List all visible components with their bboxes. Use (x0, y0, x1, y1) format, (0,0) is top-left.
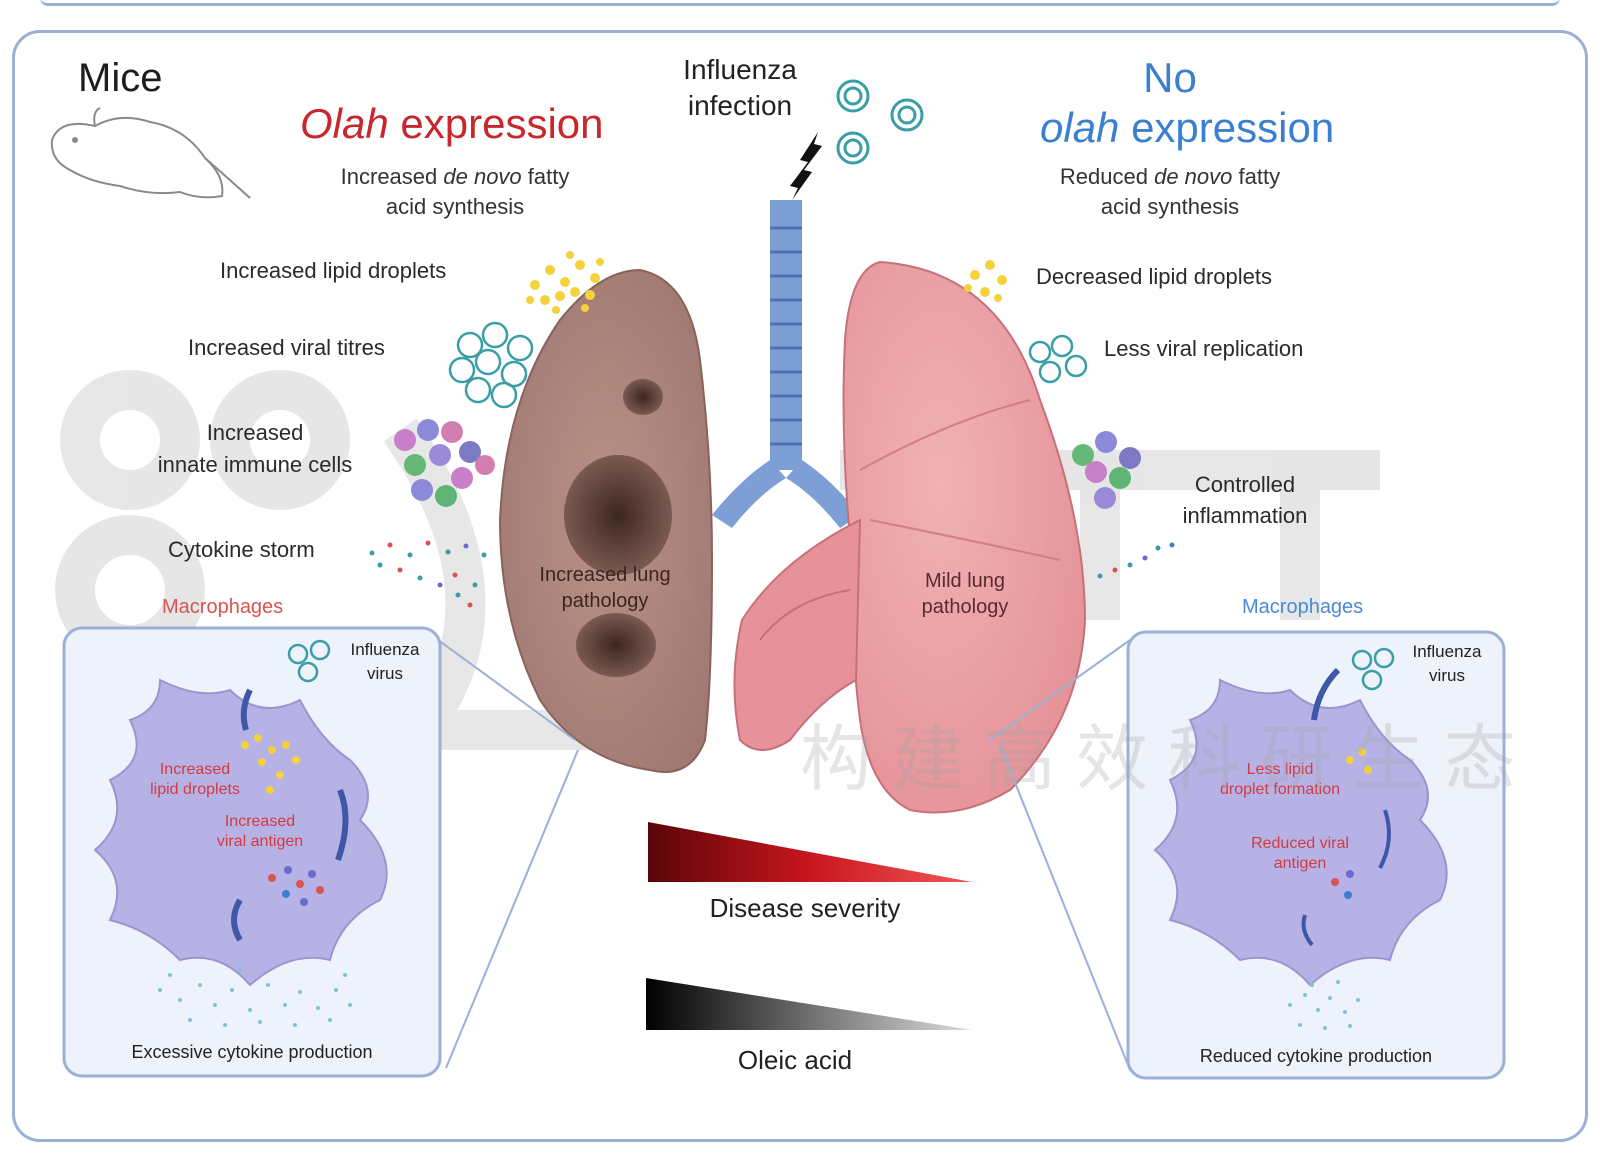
left-macrophages-label: Macrophages (162, 596, 284, 618)
right-lung-line1: Mild lung (924, 570, 1006, 592)
less-viral-replication-label: Less viral replication (1104, 336, 1304, 361)
right-inset-antigen-line1: Reduced viral (1251, 835, 1349, 852)
viral-titres-icon (448, 321, 534, 409)
left-synth-pre: Increased (340, 164, 444, 189)
lung-left-diseased (498, 268, 714, 773)
influenza-infection-label: Influenza infection (660, 52, 820, 124)
left-inset-antigen-line2: viral antigen (216, 833, 304, 850)
reduced-cytokine-icon (1097, 542, 1175, 579)
left-synthesis-text: Increased de novo fatty acid synthesis (300, 162, 610, 222)
right-synth-post: fatty (1232, 164, 1281, 189)
right-inset-antigen-label: Reduced viral antigen (1235, 834, 1365, 874)
increased-viral-titres-label: Increased viral titres (188, 335, 385, 360)
left-inset-lipid-label: Increased lipid droplets (140, 760, 250, 800)
infection-line1: Influenza (683, 54, 797, 85)
left-inset-lipid-line1: Increased (159, 761, 231, 778)
left-synth-line2: acid synthesis (385, 194, 525, 219)
controlled-immune-cells-icon (1072, 431, 1141, 509)
oleic-acid-label: Oleic acid (737, 1045, 853, 1075)
olah-title-rest: expression (388, 100, 604, 147)
right-synthesis-text: Reduced de novo fatty acid synthesis (1020, 162, 1320, 222)
left-lung-line2: pathology (561, 590, 649, 612)
left-inset-caption: Excessive cytokine production (131, 1042, 373, 1062)
left-virus-line1: Influenza (350, 640, 420, 659)
left-inset-virus-label: Influenza virus (330, 638, 440, 686)
right-synth-italic: de novo (1154, 164, 1233, 189)
left-lung-line1: Increased lung (539, 564, 671, 586)
left-inset-antigen-line1: Increased (224, 813, 296, 830)
right-macrophage-inset (1126, 630, 1506, 1080)
olah-title-italic: Olah (300, 100, 389, 147)
left-synth-italic: de novo (443, 164, 522, 189)
right-lung-line2: pathology (921, 596, 1009, 618)
right-inset-lipid-line2: droplet formation (1219, 781, 1341, 798)
right-inset-lipid-line1: Less lipid (1246, 761, 1314, 778)
increased-innate-line1: Increased (206, 420, 304, 445)
disease-severity-label: Disease severity (709, 893, 901, 923)
controlled-line1: Controlled (1194, 472, 1296, 497)
disease-severity-wedge (648, 822, 972, 882)
left-synth-post: fatty (521, 164, 570, 189)
left-macrophage-inset (62, 626, 442, 1078)
right-virus-line2: virus (1429, 666, 1465, 685)
species-label: Mice (78, 56, 163, 100)
top-border (40, 0, 1560, 6)
right-lung-label: Mild lung pathology (880, 568, 1050, 620)
right-inset-antigen-line2: antigen (1273, 855, 1327, 872)
no-olah-rest: expression (1119, 104, 1335, 151)
decreased-lipid-droplets-icon (964, 260, 1007, 302)
right-inset-lipid-label: Less lipid droplet formation (1205, 760, 1355, 800)
no-olah-title-line1: No (1143, 54, 1197, 101)
right-synth-line2: acid synthesis (1100, 194, 1240, 219)
increased-lipid-label: Increased lipid droplets (220, 258, 447, 283)
left-inset-lipid-line2: lipid droplets (150, 781, 240, 798)
no-olah-title-line2: olah expression (1040, 104, 1334, 152)
influenza-virus-icon (836, 79, 924, 165)
right-synth-pre: Reduced (1059, 164, 1155, 189)
right-inset-caption: Reduced cytokine production (1199, 1046, 1433, 1066)
increased-innate-line2: innate immune cells (157, 452, 353, 477)
olah-expression-title: Olah expression (300, 100, 604, 148)
right-inset-virus-label: Influenza virus (1392, 640, 1502, 688)
cytokine-storm-label: Cytokine storm (168, 537, 315, 562)
left-lung-label: Increased lung pathology (515, 562, 695, 614)
no-olah-italic: olah (1040, 104, 1120, 151)
controlled-line2: inflammation (1182, 503, 1308, 528)
left-virus-line2: virus (367, 664, 403, 683)
lipid-droplets-icon (526, 251, 604, 314)
innate-immune-cells-icon (394, 419, 495, 507)
viral-replication-icon (1028, 334, 1088, 384)
right-virus-line1: Influenza (1412, 642, 1482, 661)
right-macrophages-label: Macrophages (1242, 596, 1364, 618)
decreased-lipid-label: Decreased lipid droplets (1036, 264, 1273, 289)
lung-right-healthy (733, 260, 1087, 814)
watermark-text: 构建高效科研生态 (800, 720, 1537, 800)
infection-arrow (790, 132, 822, 200)
oleic-acid-wedge (646, 978, 972, 1030)
cytokine-storm-icon (369, 540, 487, 608)
inset-connector-lines (433, 636, 1131, 1071)
infection-line2: infection (687, 90, 793, 121)
mouse-icon (50, 107, 251, 199)
left-inset-antigen-label: Increased viral antigen (205, 812, 315, 852)
trachea (712, 200, 860, 528)
